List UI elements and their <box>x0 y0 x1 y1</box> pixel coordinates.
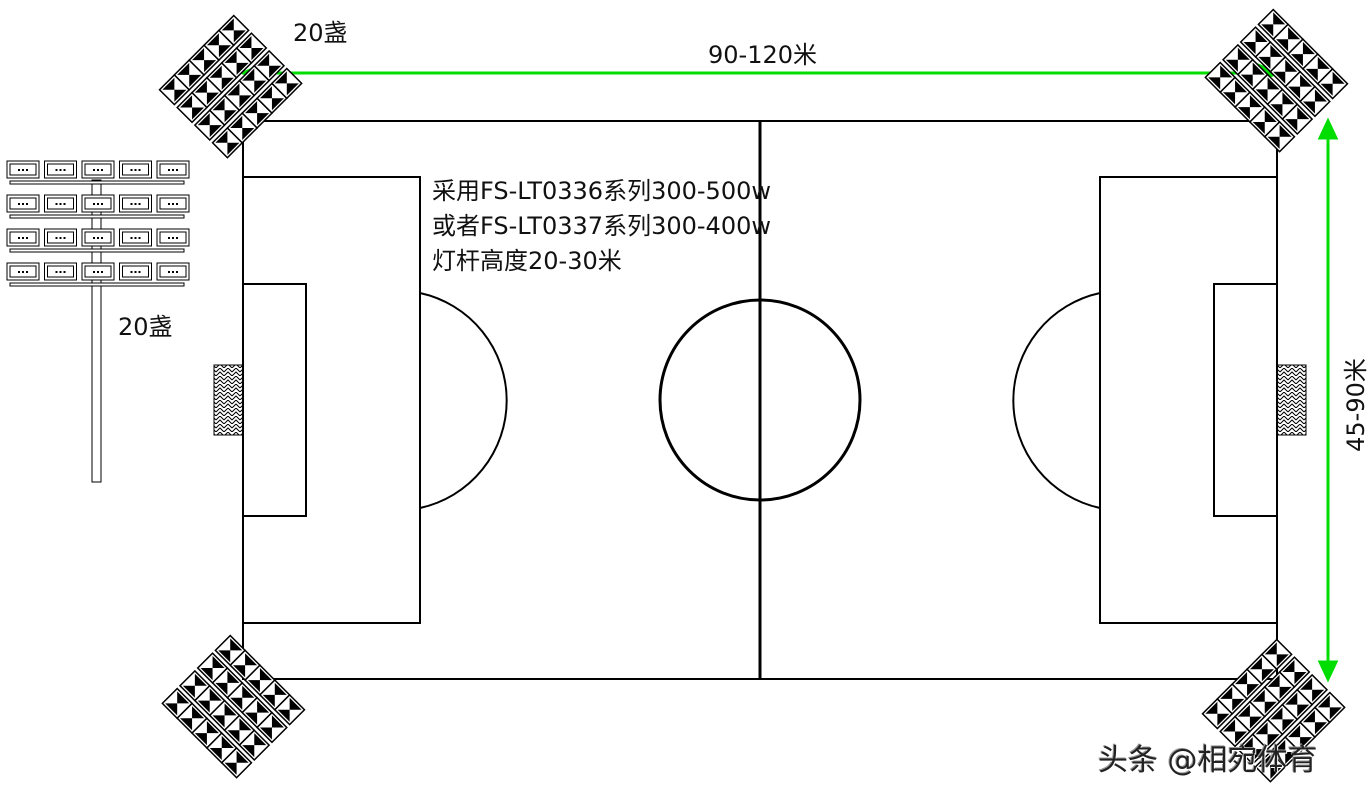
floodlight-cluster-bottom-left <box>161 634 306 779</box>
floodlight-icon <box>270 67 303 100</box>
arrow-down-icon <box>1317 660 1339 683</box>
floodlight-icon <box>1281 103 1314 136</box>
floodlight-icon <box>1316 67 1349 100</box>
left-penalty-arc <box>419 292 508 509</box>
corner-lamp-count: 20盏 <box>293 19 348 47</box>
floodlight-icon <box>273 693 306 726</box>
floodlight-icon <box>256 711 288 744</box>
right-penalty-area <box>1099 176 1278 624</box>
right-goal-net <box>1276 364 1307 436</box>
length-dimension-label: 90-120米 <box>708 41 818 69</box>
watermark: 头条 @相宛体育 <box>1098 743 1318 778</box>
lighting-notes: 采用FS-LT0336系列300-500w 或者FS-LT0337系列300-4… <box>432 174 771 279</box>
floodlight-cluster-top-left <box>158 14 303 159</box>
floodlight-icon <box>253 49 286 82</box>
floodlight-icon <box>220 746 253 779</box>
floodlight-icon <box>1278 656 1311 688</box>
arrow-up-icon <box>1317 117 1339 140</box>
right-goal-area <box>1213 283 1278 517</box>
note-line: 或者FS-LT0337系列300-400w <box>432 212 771 240</box>
width-dimension-label: 45-90米 <box>1342 358 1370 452</box>
left-goal-net <box>213 364 244 436</box>
floodlight-icon <box>217 14 250 47</box>
center-circle <box>658 298 862 502</box>
floodlight-icon <box>238 729 271 762</box>
light-pole-elevation <box>6 160 190 483</box>
floodlight-icon <box>1296 673 1329 706</box>
pole-lamp-count: 20盏 <box>118 313 173 341</box>
left-goal-area <box>242 283 307 517</box>
note-line: 采用FS-LT0336系列300-500w <box>432 177 771 205</box>
floodlight-icon <box>1260 638 1293 671</box>
floodlight-icon <box>1313 691 1346 724</box>
floodlight-icon <box>1299 85 1331 118</box>
floodlight-cluster-bottom-right <box>1201 638 1346 783</box>
floodlight-icon <box>1263 120 1296 153</box>
floodlight-cluster-top-right <box>1204 8 1349 153</box>
floodlight-icon <box>235 32 268 64</box>
note-line: 灯杆高度20-30米 <box>432 247 622 275</box>
left-penalty-area <box>242 176 421 624</box>
right-penalty-arc <box>1012 292 1101 509</box>
